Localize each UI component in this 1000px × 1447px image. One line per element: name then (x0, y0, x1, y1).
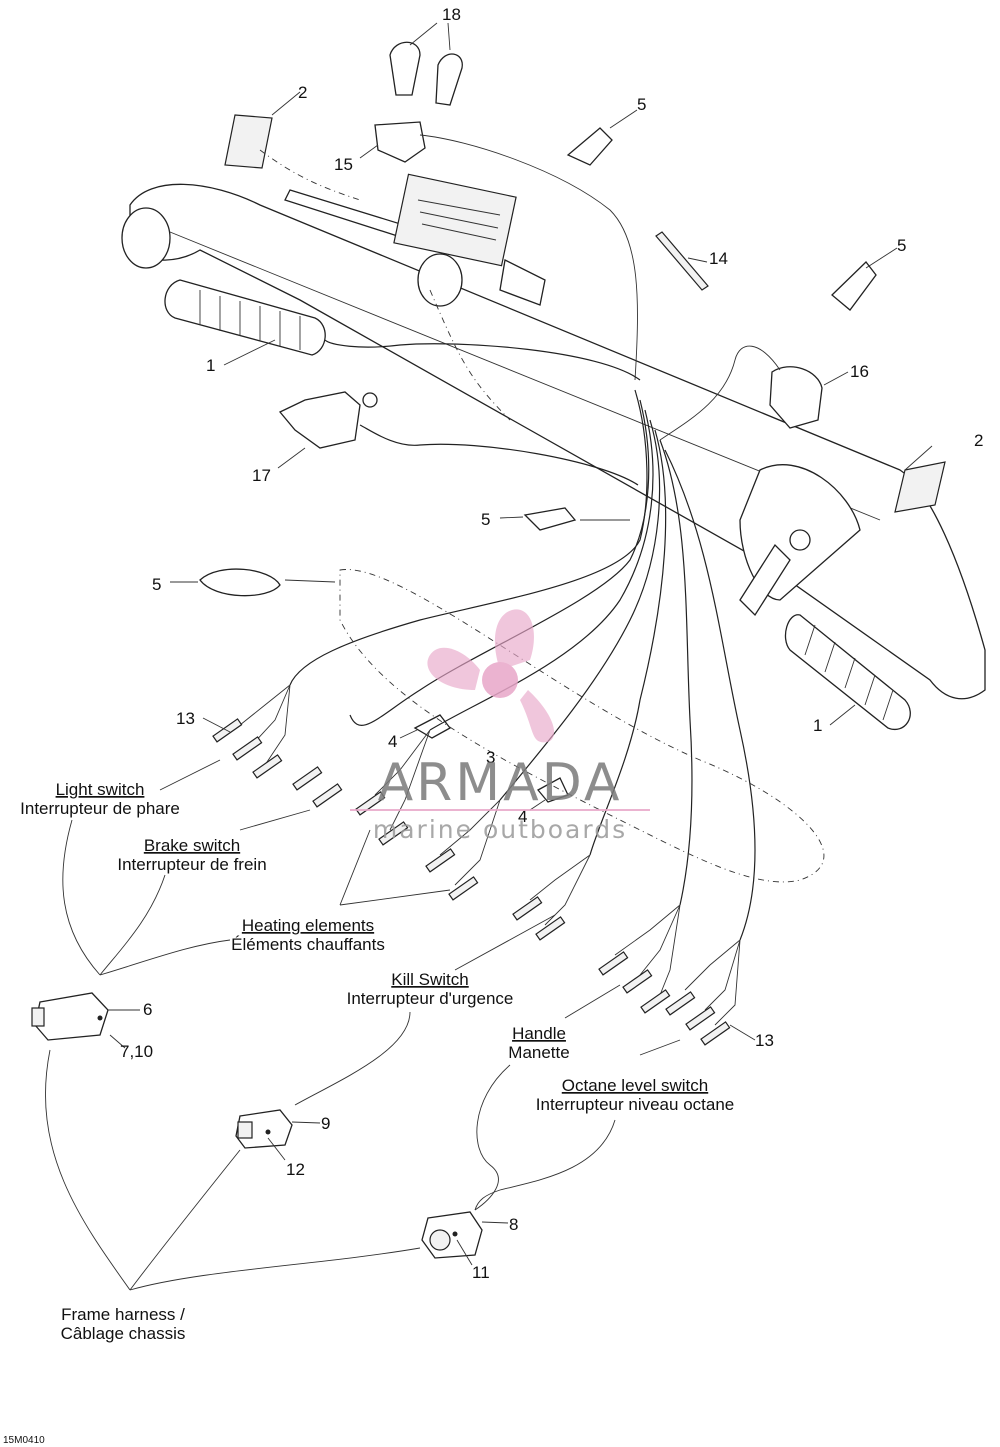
part-number-9: 9 (321, 1114, 330, 1133)
handle-label-fr: Manette (508, 1043, 569, 1062)
wire-harness (212, 149, 825, 1046)
switch-16 (659, 345, 823, 441)
brake-switch-17 (278, 391, 378, 449)
left-grip (164, 279, 326, 356)
part-number-8: 8 (509, 1215, 518, 1234)
part-number-18: 18 (442, 5, 461, 24)
part-number-13-left: 13 (176, 709, 195, 728)
tape-strip-top (224, 114, 273, 169)
armada-watermark: ARMADA marine outboards (350, 609, 650, 844)
part-number-13-right: 13 (755, 1031, 774, 1050)
part-number-5-right: 5 (897, 236, 906, 255)
tape-strip-right (894, 461, 946, 513)
clip-pair (389, 41, 463, 106)
clip-4-b (536, 777, 569, 803)
tie-5-left (199, 568, 281, 597)
propeller-logo (427, 609, 555, 743)
kill-switch-label: Kill Switch (391, 970, 468, 989)
handlebar (121, 173, 986, 700)
octane-switch-label: Octane level switch (562, 1076, 708, 1095)
part-number-11: 11 (472, 1263, 490, 1282)
part-number-2-right: 2 (974, 431, 983, 450)
part-number-15: 15 (334, 155, 353, 174)
part-number-7-10: 7,10 (120, 1042, 153, 1061)
watermark-tagline: marine outboards (373, 815, 627, 844)
tie-5-mid (523, 507, 577, 531)
part-number-14: 14 (709, 249, 728, 268)
part-number-3: 3 (486, 748, 495, 767)
part-number-1-right: 1 (813, 716, 822, 735)
part-number-12: 12 (286, 1160, 305, 1179)
heating-elements-label: Heating elements (242, 916, 374, 935)
connector-8 (421, 1211, 483, 1259)
kill-switch-label-fr: Interrupteur d'urgence (347, 989, 514, 1008)
part-number-5-left: 5 (152, 575, 161, 594)
connector-6 (31, 992, 109, 1041)
part-number-5-mid: 5 (481, 510, 490, 529)
part-number-17: 17 (252, 466, 271, 485)
part-number-2-top: 2 (298, 83, 307, 102)
frame-harness-label-fr: Câblage chassis (61, 1324, 186, 1343)
part-number-6: 6 (143, 1000, 152, 1019)
connector-9 (235, 1109, 293, 1149)
right-grip (784, 614, 911, 731)
part-number-4-a: 4 (388, 732, 397, 751)
handle-label: Handle (512, 1024, 566, 1043)
clip-4-a (413, 714, 451, 739)
leader-lines (45, 22, 933, 1291)
brake-switch-label: Brake switch (144, 836, 240, 855)
octane-switch-label-fr: Interrupteur niveau octane (536, 1095, 734, 1114)
description-labels: Light switch Interrupteur de phare Brake… (3, 780, 734, 1446)
part-number-5-top: 5 (637, 95, 646, 114)
tie-5-top (566, 127, 613, 166)
frame-harness-label: Frame harness / (61, 1305, 185, 1324)
figure-code: 15M0410 (3, 1435, 45, 1446)
tie-5-right (831, 261, 877, 311)
bolt-14 (655, 231, 709, 291)
part-number-labels: 18 2 5 15 14 5 16 1 17 2 5 5 1 13 4 3 4 … (120, 5, 983, 1282)
part-number-1-left: 1 (206, 356, 215, 375)
light-switch-label: Light switch (56, 780, 145, 799)
light-switch-label-fr: Interrupteur de phare (20, 799, 180, 818)
part-number-16: 16 (850, 362, 869, 381)
brake-switch-label-fr: Interrupteur de frein (117, 855, 266, 874)
watermark-brand: ARMADA (378, 753, 623, 813)
heating-elements-label-fr: Éléments chauffants (231, 935, 385, 954)
part-number-4-b: 4 (518, 807, 527, 826)
